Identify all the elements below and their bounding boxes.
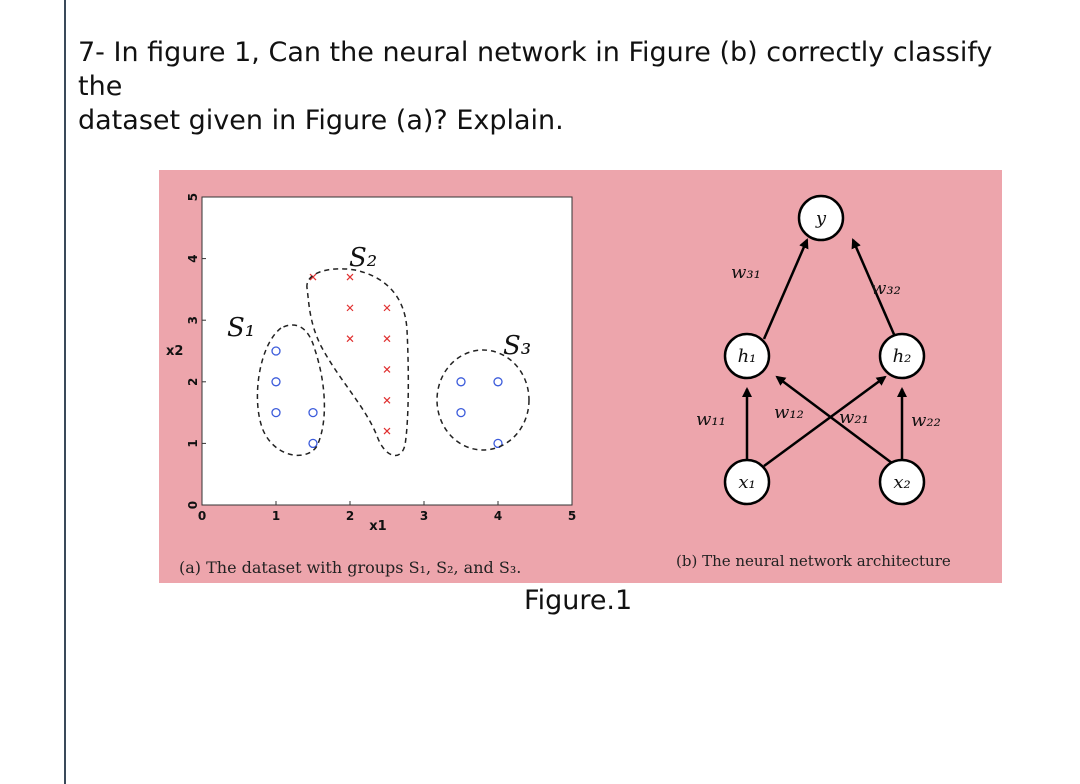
y-tick-label: 0 bbox=[186, 501, 200, 509]
node-h2-label: h₂ bbox=[893, 346, 912, 367]
data-point-cross bbox=[383, 396, 391, 404]
weight-w11: w₁₁ bbox=[696, 409, 726, 430]
x-tick-label: 3 bbox=[420, 509, 428, 523]
data-point-circle bbox=[271, 377, 281, 387]
data-point-cross bbox=[346, 273, 354, 281]
node-x2-label: x₂ bbox=[893, 472, 910, 493]
data-point-circle bbox=[493, 377, 503, 387]
data-points bbox=[271, 273, 503, 449]
data-point-circle bbox=[493, 438, 503, 449]
data-point-circle bbox=[456, 407, 466, 418]
edge-h2-y bbox=[851, 238, 898, 340]
data-point-cross bbox=[383, 366, 391, 373]
node-h1 bbox=[723, 332, 771, 380]
node-x2 bbox=[878, 458, 926, 506]
x-tick-label: 4 bbox=[494, 509, 502, 523]
data-point-cross bbox=[383, 304, 391, 312]
plot-area bbox=[201, 196, 573, 506]
group-s1-outline bbox=[256, 324, 326, 457]
node-y-label: y bbox=[815, 208, 827, 229]
data-point-cross bbox=[383, 427, 391, 435]
group-label-s3: S₃ bbox=[503, 331, 531, 361]
data-point-circle bbox=[456, 377, 466, 387]
y-tick-label: 4 bbox=[186, 254, 200, 262]
subfigure-a-caption: (a) The dataset with groups S₁, S₂, and … bbox=[179, 558, 521, 577]
group-s2-outline bbox=[306, 268, 410, 457]
weight-w31: w₃₁ bbox=[731, 262, 761, 283]
data-point-circle bbox=[308, 438, 318, 449]
figure-panel: 0 1 2 3 4 5 0 1 2 3 4 5 S₁ S₂ S₃ x1 x2 (a) The data… bbox=[159, 170, 1002, 583]
y-tick-label: 5 bbox=[186, 193, 200, 201]
question-line-1: 7- In figure 1, Can the neural network i… bbox=[78, 37, 993, 102]
data-point-circle bbox=[308, 407, 318, 418]
node-y bbox=[797, 194, 845, 242]
group-s3-outline bbox=[436, 349, 530, 451]
edge-h1-y bbox=[762, 238, 809, 340]
data-point-cross bbox=[346, 304, 354, 312]
y-axis-label: x2 bbox=[166, 344, 183, 359]
subfigure-b-caption: (b) The neural network architecture bbox=[676, 552, 951, 570]
edge-x1-h2 bbox=[763, 375, 887, 468]
group-label-s1: S₁ bbox=[227, 313, 255, 343]
data-point-circle bbox=[271, 407, 281, 418]
axis-ticks: 0 1 2 3 4 5 0 1 2 3 4 5 bbox=[186, 193, 576, 523]
node-x1 bbox=[723, 458, 771, 506]
x-tick-label: 1 bbox=[272, 509, 280, 523]
y-tick-label: 1 bbox=[186, 439, 200, 447]
weight-w32: w₃₂ bbox=[871, 278, 901, 299]
weight-w22: w₂₂ bbox=[911, 410, 941, 431]
node-h1-label: h₁ bbox=[738, 346, 757, 367]
question-line-2: dataset given in Figure (a)? Explain. bbox=[78, 105, 564, 136]
y-tick-label: 2 bbox=[186, 378, 200, 386]
x-axis-label: x1 bbox=[369, 519, 386, 534]
x-tick-label: 5 bbox=[568, 509, 576, 523]
y-tick-label: 3 bbox=[186, 316, 200, 324]
group-label-s2: S₂ bbox=[349, 243, 377, 273]
figure-caption: Figure.1 bbox=[524, 585, 633, 616]
data-point-cross bbox=[383, 335, 391, 343]
data-point-circle bbox=[271, 346, 281, 356]
weight-w21: w₂₁ bbox=[839, 407, 869, 428]
node-h2 bbox=[878, 332, 926, 380]
x-tick-label: 0 bbox=[198, 509, 206, 523]
data-point-cross bbox=[346, 335, 354, 343]
network-diagram: y h₁ h₂ x₁ x₂ w₃₁ w₃₂ w₁₁ w₁₂ w₂₁ w₂₂ (b… bbox=[676, 194, 951, 570]
question-text: 7- In figure 1, Can the neural network i… bbox=[78, 36, 1038, 138]
node-x1-label: x₁ bbox=[738, 472, 755, 493]
edge-x2-h1 bbox=[775, 375, 897, 468]
weight-w12: w₁₂ bbox=[774, 402, 804, 423]
x-tick-label: 2 bbox=[346, 509, 354, 523]
page-left-border bbox=[64, 0, 66, 784]
scatter-plot: 0 1 2 3 4 5 0 1 2 3 4 5 S₁ S₂ S₃ x1 x2 (a) The data… bbox=[166, 193, 576, 577]
data-point-cross bbox=[309, 273, 317, 281]
figure-svg: 0 1 2 3 4 5 0 1 2 3 4 5 S₁ S₂ S₃ x1 x2 (a) The data… bbox=[166, 193, 951, 577]
